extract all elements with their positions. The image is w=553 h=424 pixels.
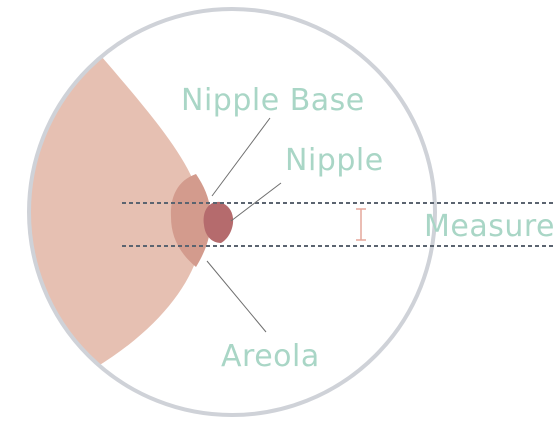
areola-leader-line — [207, 261, 266, 332]
measure-label: Measure — [424, 209, 553, 244]
areola-label: Areola — [221, 339, 320, 374]
nipple-base-leader-line — [212, 118, 270, 196]
nipple-base-label: Nipple Base — [181, 83, 365, 118]
nipple-label: Nipple — [285, 143, 384, 178]
measure-bracket — [356, 209, 366, 240]
nipple-leader-line — [231, 183, 281, 221]
